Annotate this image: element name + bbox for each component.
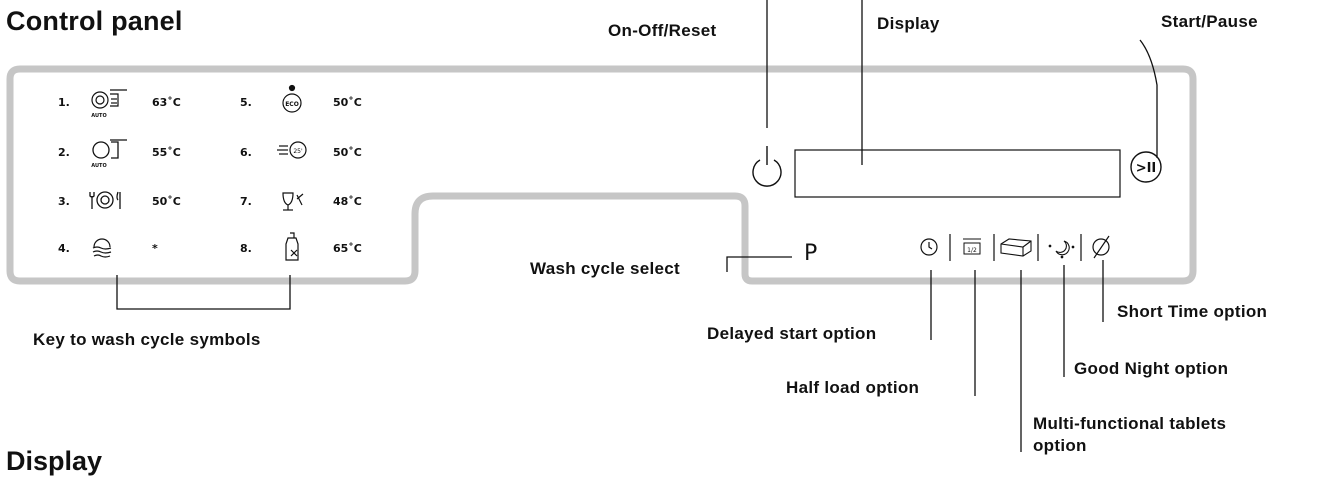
prewash-icon [92,238,112,258]
half-load-icon: 1/2 [963,238,981,255]
clock-icon [920,238,938,256]
cycle-number: 4. [58,242,70,255]
cycle-number: 6. [240,146,252,159]
cycle-temperature: 48˚C [333,195,362,208]
start-pause-icon: >II [1130,151,1162,183]
power-icon [752,146,782,187]
short-time-label: Short Time option [1117,302,1268,321]
eco-icon: ECO [282,84,302,113]
cycle-temperature: 50˚C [152,195,181,208]
cycle-temperature: 65˚C [333,242,362,255]
tablet-icon [1000,238,1032,257]
half-load-label: Half load option [786,378,920,397]
svg-text:>II: >II [1136,161,1157,176]
cycle-number: 3. [58,195,70,208]
cycle-temperature: 55˚C [152,146,181,159]
auto-intensive-icon [91,89,127,109]
auto-label: AUTO [91,163,106,169]
start-pause-label: Start/Pause [1161,12,1258,31]
on-off-reset-label: On-Off/Reset [608,21,717,40]
short-time-icon [1092,235,1110,259]
control-panel-heading: Control panel [6,6,183,36]
auto-label: AUTO [91,113,106,119]
delayed-start-label: Delayed start option [707,324,877,343]
cycle-temperature: * [152,242,158,255]
good-night-label: Good Night option [1074,359,1229,378]
quick-wash-icon: 25' [277,141,307,159]
cycle-number: 1. [58,96,70,109]
cycle-number: 7. [240,195,252,208]
control-panel-diagram: >II 1/2 AUTO AUTO [6,0,1197,452]
moon-icon [1048,240,1075,259]
program-select-button[interactable]: P [804,241,818,266]
display-window [794,149,1121,198]
cycle-temperature: 50˚C [333,146,362,159]
quick-wash-label: 25' [293,148,303,155]
cycle-temperature: 50˚C [333,96,362,109]
cycle-number: 8. [240,242,252,255]
cycle-number: 2. [58,146,70,159]
auto-normal-icon [92,139,127,159]
wash-cycle-select-label: Wash cycle select [530,259,680,278]
panel-outline [6,65,1197,285]
cycle-number: 5. [240,96,252,109]
svg-text:1/2: 1/2 [967,247,977,254]
cutlery-plate-icon [89,191,121,209]
glass-icon [282,192,304,211]
multi-tablets-label: Multi-functional tablets [1033,414,1227,433]
baby-bottle-icon [285,232,299,261]
cycle-temperature: 63˚C [152,96,181,109]
eco-label: ECO [285,101,299,108]
key-symbols-label: Key to wash cycle symbols [33,330,261,349]
multi-tablets-label-line2: option [1033,436,1087,455]
display-label: Display [877,14,940,33]
